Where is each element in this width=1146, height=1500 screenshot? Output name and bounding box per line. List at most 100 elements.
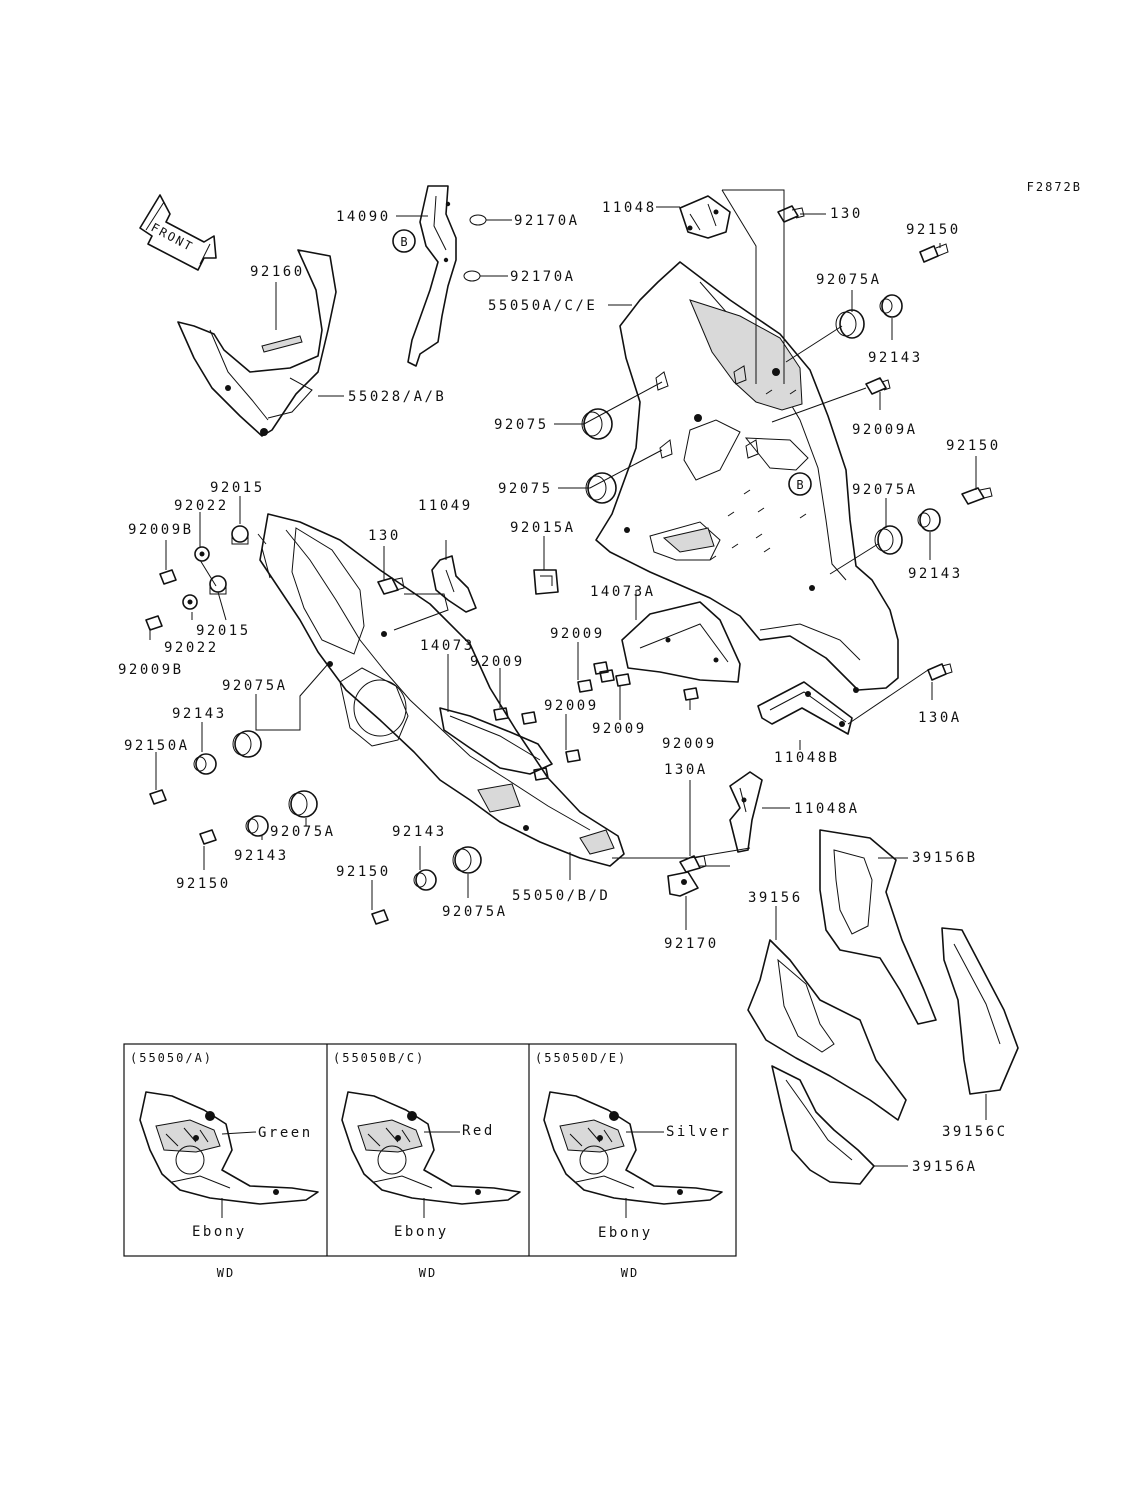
grommet-92075A-bot1 <box>288 790 318 818</box>
callout-92009B-bot: 92009B <box>118 662 184 678</box>
variant-3-header: (55050D/E) <box>535 1051 627 1065</box>
callout-92150-bot2: 92150 <box>336 864 391 880</box>
variant-2-header: (55050B/C) <box>333 1051 425 1065</box>
callout-92009A: 92009A <box>852 422 918 438</box>
callout-130A-mid: 130A <box>664 762 708 778</box>
figure-code: F2872B <box>1027 180 1082 194</box>
variant-3-fairing-illustration <box>543 1091 723 1205</box>
callout-92075-2: 92075 <box>498 481 553 497</box>
ref-marker-label: B <box>796 478 803 492</box>
callout-92009-e: 92009 <box>662 736 717 752</box>
bolt-130A-right <box>927 663 953 681</box>
callout-130-top: 130 <box>830 206 863 222</box>
callout-92170: 92170 <box>664 936 719 952</box>
ref-marker-b-1: B <box>392 229 416 253</box>
washer-92022-top <box>194 546 210 562</box>
grommet-92075A-mid <box>874 525 903 555</box>
variant-3-footer: WD <box>621 1266 639 1280</box>
callout-39156B: 39156B <box>912 850 978 866</box>
part-11049-bracket <box>431 555 477 613</box>
collar-92015-bot <box>209 575 227 595</box>
callout-92009-a: 92009 <box>550 626 605 642</box>
variant-3-lower-label: Ebony <box>598 1225 653 1241</box>
bolt-92009A <box>865 377 891 395</box>
part-39156A-insulator <box>771 1065 875 1185</box>
ref-marker-b-2: B <box>788 472 812 496</box>
callout-39156: 39156 <box>748 890 803 906</box>
variant-1-color-label: Green <box>258 1125 313 1141</box>
callout-92022-bot: 92022 <box>164 640 219 656</box>
callout-92075A-bot1: 92075A <box>270 824 336 840</box>
callout-92022-top: 92022 <box>174 498 229 514</box>
bolt-130-left <box>377 577 405 595</box>
variant-cell-3: (55050D/E) Silver Ebony WD <box>535 1051 729 1280</box>
callout-92150-bot1: 92150 <box>176 876 231 892</box>
collar-92143-bot2 <box>413 869 437 891</box>
callout-92075A-top: 92075A <box>816 272 882 288</box>
callout-14090: 14090 <box>336 209 391 225</box>
callout-39156A: 39156A <box>912 1159 978 1175</box>
callout-11048: 11048 <box>602 200 657 216</box>
part-11048-bracket <box>679 195 731 239</box>
variant-2-color-label: Red <box>462 1123 495 1139</box>
part-11048A-bracket <box>729 771 763 853</box>
callout-92150A: 92150A <box>124 738 190 754</box>
variant-2-footer: WD <box>419 1266 437 1280</box>
grommet-92075A-top <box>835 309 865 339</box>
grommet-92075-1 <box>581 408 613 440</box>
color-variants-table: (55050/A) Green Ebony WD (55050B/C) <box>123 1043 737 1280</box>
callout-14073A: 14073A <box>590 584 656 600</box>
part-11048B-bracket <box>757 681 853 735</box>
callout-92015A: 92015A <box>510 520 576 536</box>
bolt-92150-mid <box>961 487 993 505</box>
callout-92170A-2: 92170A <box>510 269 576 285</box>
part-14090-bracket <box>407 185 487 367</box>
callout-92170A-1: 92170A <box>514 213 580 229</box>
callout-92143-left: 92143 <box>172 706 227 722</box>
callout-92075A-mid: 92075A <box>852 482 918 498</box>
bolt-130-top <box>777 205 805 223</box>
screw-92009B-top <box>159 569 177 585</box>
variant-1-lower-label: Ebony <box>192 1224 247 1240</box>
variant-1-fairing-illustration <box>139 1091 319 1205</box>
callout-92150-top: 92150 <box>906 222 961 238</box>
clip-92170 <box>667 871 699 897</box>
clip-92015A <box>533 569 559 595</box>
variant-1-footer: WD <box>217 1266 235 1280</box>
bolt-92150A <box>149 789 167 805</box>
callout-92009-b: 92009 <box>470 654 525 670</box>
callout-labels: 14090 92170A 92170A 11048 130 92150 9216… <box>118 200 1008 1175</box>
part-14073A-inner-panel <box>621 601 741 683</box>
callout-11048B: 11048B <box>774 750 840 766</box>
callout-11049: 11049 <box>418 498 473 514</box>
screw-92009B-bot <box>145 615 163 631</box>
callout-92160: 92160 <box>250 264 305 280</box>
callout-92143-top: 92143 <box>868 350 923 366</box>
bolt-92150-bot2 <box>371 909 389 925</box>
bolt-92150-top <box>919 243 949 263</box>
variant-2-lower-label: Ebony <box>394 1224 449 1240</box>
callout-92009-d: 92009 <box>592 721 647 737</box>
grommet-92075A-left <box>232 730 262 758</box>
callout-11048A: 11048A <box>794 801 860 817</box>
callout-92015-bot: 92015 <box>196 623 251 639</box>
callout-92075-1: 92075 <box>494 417 549 433</box>
variant-2-fairing-illustration <box>341 1091 521 1205</box>
callout-92015-top: 92015 <box>210 480 265 496</box>
callout-130A-right: 130A <box>918 710 962 726</box>
part-55050-middle-fairing <box>257 513 625 867</box>
ref-marker-label: B <box>400 235 407 249</box>
bolt-92150-bot1 <box>199 829 217 845</box>
part-39156B-insulator <box>819 829 937 1025</box>
callout-39156C: 39156C <box>942 1124 1008 1140</box>
callout-92075A-left: 92075A <box>222 678 288 694</box>
callout-92143-bot2: 92143 <box>392 824 447 840</box>
collar-92143-left <box>193 753 217 775</box>
callout-55050ACE: 55050A/C/E <box>488 298 597 314</box>
callout-92009-c: 92009 <box>544 698 599 714</box>
callout-92075A-bot2: 92075A <box>442 904 508 920</box>
callout-55050BD: 55050/B/D <box>512 888 610 904</box>
part-39156C-insulator <box>941 927 1019 1095</box>
callout-92143-bot1: 92143 <box>234 848 289 864</box>
